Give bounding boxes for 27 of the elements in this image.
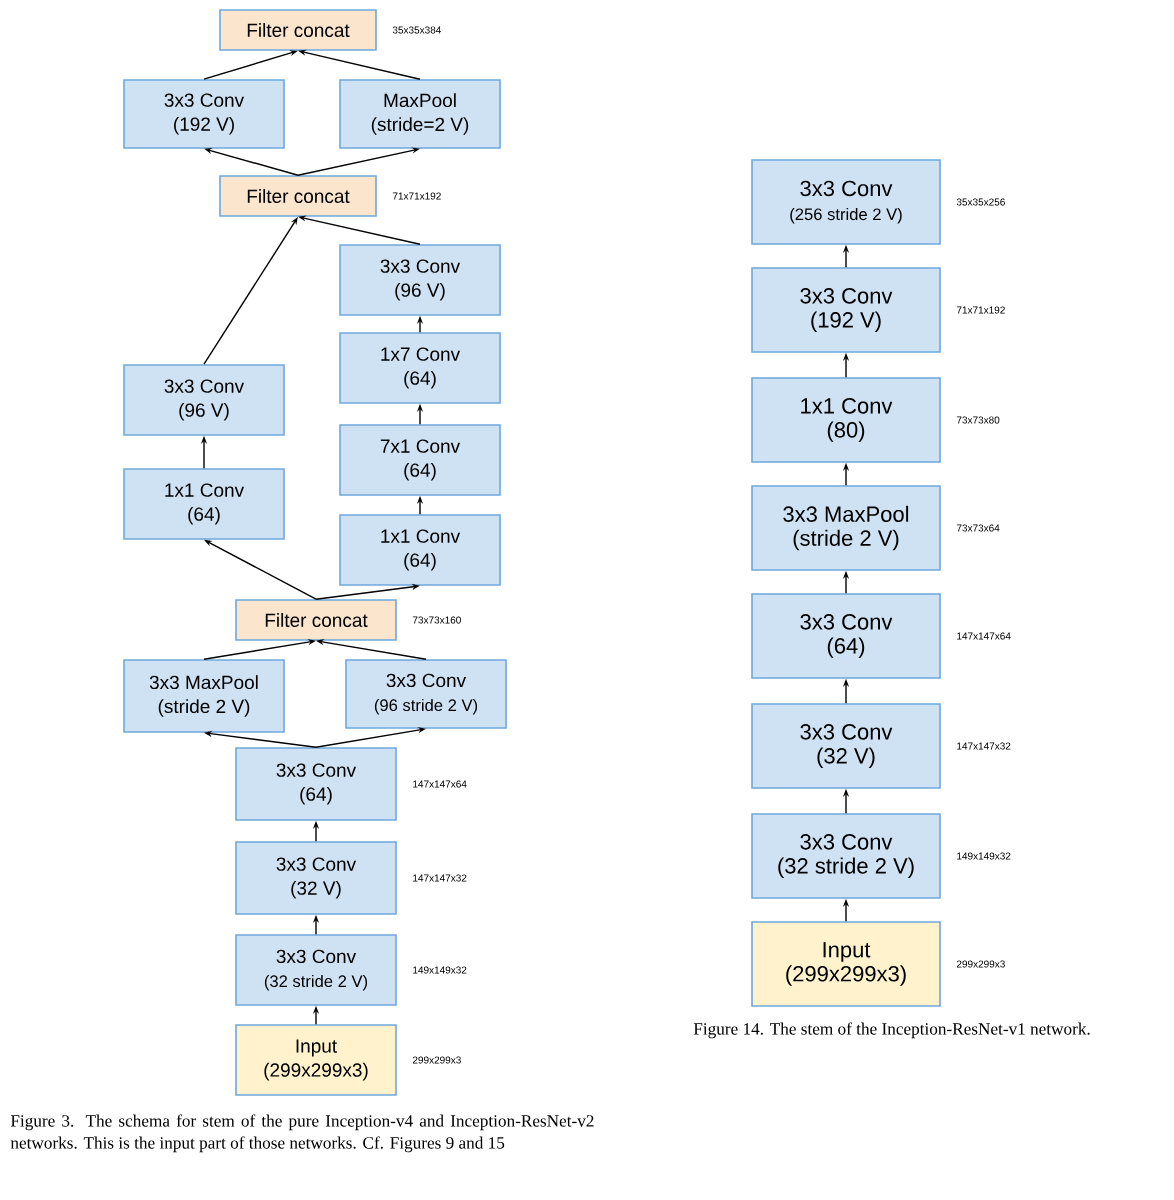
layer-box: 1x1 Conv (64) [123, 468, 285, 540]
input-box: Input (299x299x3) [751, 921, 941, 1007]
caption: Figure 14. The stem of the Inception-ResNet-v1 network. [693, 1022, 1090, 1039]
layer-box: 3x3 Conv (32 V) [235, 841, 397, 915]
layer-box: 3x3 Conv (192 V) [123, 79, 285, 149]
layer-box: 3x3 Conv (192 V) [751, 267, 941, 353]
layer-box: 1x1 Conv (80) [751, 377, 941, 463]
layer-box: 3x3 Conv (96 V) [339, 244, 501, 316]
layer-box: 3x3 Conv (96 V) [123, 364, 285, 436]
caption: Figure 3. The schema for stem of the pure Inception-v4 and Inception-ResNet-v2 networks. This is the input part of those networks. Cf. Figures 9 and 15 [10, 1114, 594, 1153]
layer-box: 3x3 Conv (32 stride 2 V) [751, 813, 941, 899]
layer-box: 3x3 Conv (32 V) [751, 703, 941, 789]
layer-box: 3x3 MaxPool (stride 2 V) [123, 659, 285, 733]
layer-box: 3x3 MaxPool (stride 2 V) [751, 485, 941, 571]
layer-box: 3x3 Conv (96 stride 2 V) [345, 659, 507, 729]
layer-box: 3x3 Conv (256 stride 2 V) [751, 159, 941, 245]
layer-box: 3x3 Conv (64) [235, 747, 397, 821]
layer-box: 1x1 Conv (64) [339, 514, 501, 586]
layer-box: 1x7 Conv (64) [339, 332, 501, 404]
layer-box: 3x3 Conv (64) [751, 593, 941, 679]
layer-box: MaxPool (stride=2 V) [339, 79, 501, 149]
layer-box: 3x3 Conv (32 stride 2 V) [235, 934, 397, 1006]
concat-box: Filter concat [219, 175, 377, 217]
input-box: Input (299x299x3) [235, 1024, 397, 1096]
concat-box: Filter concat [219, 9, 377, 51]
concat-box: Filter concat [235, 599, 397, 641]
layer-box: 7x1 Conv (64) [339, 424, 501, 496]
